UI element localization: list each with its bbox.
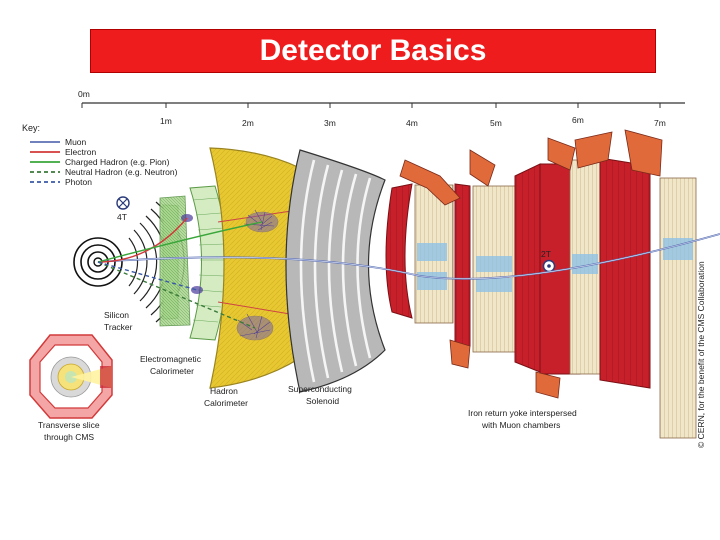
copyright-text: © CERN, for the benefit of the CMS Colla… (696, 261, 706, 448)
yoke-cap-3 (547, 137, 576, 171)
key-heading: Key: (22, 123, 40, 133)
yoke-label: Iron return yoke interspersed with Muon … (468, 408, 577, 430)
silicon-tracker-label: Silicon Tracker (104, 310, 133, 332)
ecal-crystals (192, 197, 225, 323)
ruler-tick: 0m (78, 89, 90, 108)
solenoid-body (285, 149, 386, 393)
ruler-tick: 2m (242, 103, 254, 128)
transverse-slice-thumbnail: Transverse slice through CMS (29, 334, 113, 442)
svg-text:Transverse slice: Transverse slice (38, 420, 100, 430)
solenoid-layers (299, 159, 372, 383)
yoke-cap-5 (574, 131, 613, 169)
distance-ruler: 0m 1m 2m 3m 4m 5m 6m 7m (78, 89, 685, 128)
charged-hadron-track (97, 221, 263, 263)
key-item-charged-hadron: Charged Hadron (e.g. Pion) (30, 157, 170, 167)
particle-tracks (97, 217, 720, 329)
slide-title: Detector Basics (259, 34, 487, 67)
photon-track (97, 261, 198, 291)
ruler-tick: 5m (490, 103, 502, 128)
svg-text:Electromagnetic: Electromagnetic (140, 354, 202, 364)
field-label-inner: 4T (117, 212, 127, 222)
ruler-label-2m: 2m (242, 118, 254, 128)
svg-text:Charged Hadron (e.g. Pion): Charged Hadron (e.g. Pion) (65, 157, 170, 167)
key-item-muon: Muon (30, 137, 87, 147)
ruler-label-6m: 6m (572, 115, 584, 125)
svg-text:with Muon chambers: with Muon chambers (481, 420, 560, 430)
yoke-cap-7 (535, 371, 561, 399)
yoke-cap-4 (624, 129, 663, 177)
field-label-outer: 2T (541, 249, 551, 259)
silicon-tracker-modules (159, 195, 191, 327)
field-symbol-4t: 4T (116, 196, 130, 222)
key-legend: Key: Muon Electron Charged Hadron (e.g. … (22, 123, 178, 187)
svg-text:Photon: Photon (65, 177, 92, 187)
yoke-layer-3 (514, 163, 541, 373)
solenoid-label: Superconducting Solenoid (288, 384, 352, 406)
svg-text:Calorimeter: Calorimeter (150, 366, 194, 376)
electron-track (97, 217, 188, 263)
ecal-label: Electromagnetic Calorimeter (140, 354, 202, 376)
ruler-tick: 4m (406, 103, 418, 128)
title-bar: Detector Basics (90, 29, 656, 73)
ruler-label-0m: 0m (78, 89, 90, 99)
hcal-divider-top (217, 209, 299, 223)
neutral-hadron-track (97, 261, 256, 329)
yoke-layer-5 (599, 157, 651, 389)
key-item-electron: Electron (30, 147, 96, 157)
key-item-neutral-hadron: Neutral Hadron (e.g. Neutron) (30, 167, 178, 177)
ruler-label-7m: 7m (654, 118, 666, 128)
muon-chamber-4 (659, 177, 697, 439)
hcal-divider-bottom (217, 301, 297, 316)
svg-text:Electron: Electron (65, 147, 96, 157)
ruler-tick: 7m (654, 103, 666, 128)
ruler-tick: 1m (160, 103, 172, 126)
ruler-label-3m: 3m (324, 118, 336, 128)
yoke-layer-2 (454, 183, 471, 351)
svg-text:Superconducting: Superconducting (288, 384, 352, 394)
svg-text:Silicon: Silicon (104, 310, 129, 320)
svg-text:Calorimeter: Calorimeter (204, 398, 248, 408)
svg-text:through CMS: through CMS (44, 432, 94, 442)
muon-track-highlight (97, 233, 720, 280)
yoke-cap-6 (449, 339, 471, 369)
svg-text:Solenoid: Solenoid (306, 396, 339, 406)
svg-text:Tracker: Tracker (104, 322, 133, 332)
hcal-label: Hadron Calorimeter (204, 386, 248, 408)
svg-text:Iron return yoke interspersed: Iron return yoke interspersed (468, 408, 577, 418)
ruler-tick: 3m (324, 103, 336, 128)
ruler-tick: 6m (572, 103, 584, 125)
svg-text:Muon: Muon (65, 137, 87, 147)
yoke-cap-2 (469, 149, 496, 187)
ruler-label-5m: 5m (490, 118, 502, 128)
ruler-label-1m: 1m (160, 116, 172, 126)
ruler-label-4m: 4m (406, 118, 418, 128)
yoke-cap-1 (399, 159, 461, 206)
svg-text:Neutral Hadron (e.g. Neutron): Neutral Hadron (e.g. Neutron) (65, 167, 178, 177)
yoke-layer-1 (385, 183, 413, 319)
svg-text:Hadron: Hadron (210, 386, 238, 396)
key-item-photon: Photon (30, 177, 92, 187)
